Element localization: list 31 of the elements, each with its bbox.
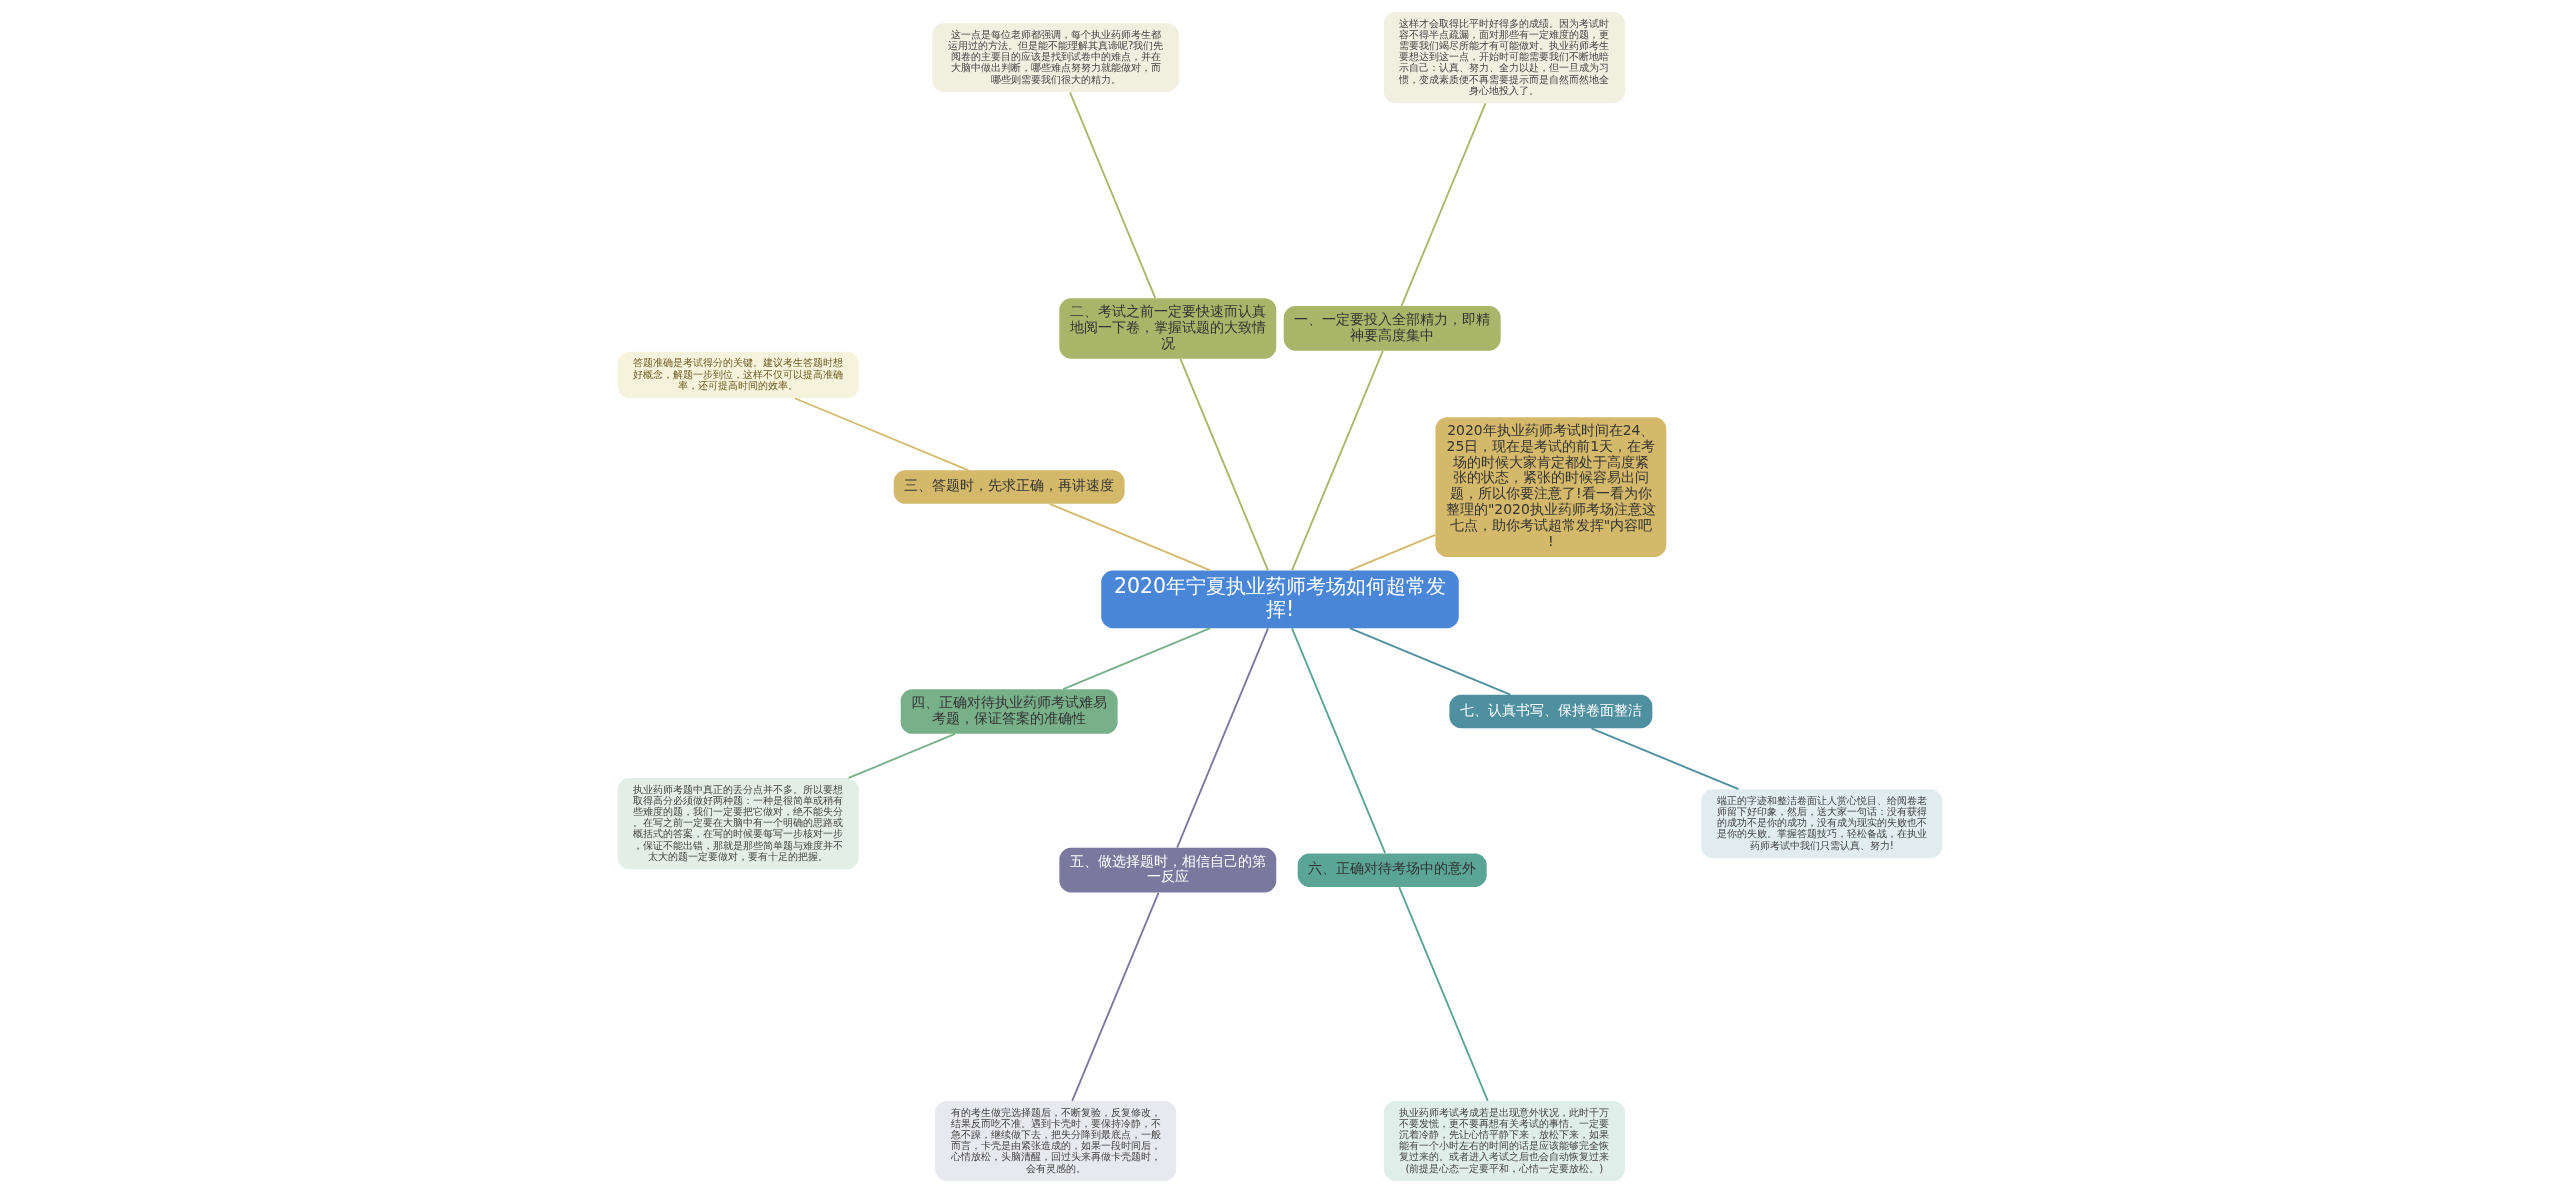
connector <box>1179 357 1269 572</box>
node-box: 二、考试之前一定要快速而认真地阅一下卷，掌握试题的大致情况 <box>1059 298 1277 359</box>
node-box: 有的考生做完选择题后，不断复验，反复修改，结果反而吃不准。遇到卡壳时，要保持冷静，不急不躁，继续做下去，把失分降到最底点，一般而言，卡壳是由紧张造成的，如果一段时间后，心情放松，头脑清醒，回过头来再做卡壳题时，会有灵感的。 <box>935 1101 1177 1182</box>
node-box: 2020年宁夏执业药师考场如何超常发挥! <box>1101 570 1459 629</box>
connector <box>1398 886 1489 1102</box>
node-box: 这一点是每位老师都强调，每个执业药师考生都运用过的方法。但是能不能理解其真谛呢?我们先阅卷的主要目的应该是找到试卷中的难点，并在大脑中做出判断，哪些难点努努力就能做对，而哪些则需要我们很大的精力。 <box>932 23 1179 92</box>
connector <box>1071 891 1160 1102</box>
connector <box>793 397 970 472</box>
node-box: 执业药师考试考成若是出现意外状况，此时千万不要发慌，更不要再想有关考试的事情。一定要沉着冷静，先让心情平静下来，放松下来，如果能有一个小时左右的时间的话是应该能够完全恢复过来的。或者进入考试之后也会自动恢复过来(前提是心态一定要平和，心情一定要放松。) <box>1383 1101 1625 1182</box>
node-box: 七、认真书写、保持卷面整洁 <box>1449 694 1653 729</box>
connector <box>847 733 956 779</box>
connector <box>1400 102 1487 307</box>
connector <box>1062 627 1212 690</box>
node-box: 五、做选择题时，相信自己的第一反应 <box>1059 847 1277 893</box>
node-box: 端正的字迹和整洁卷面让人赏心悦目、给阅卷老师留下好印象，然后，送大家一句话：没有获得的成功不是你的成功，没有成为现实的失败也不是你的失败。掌握答题技巧，轻松备战，在执业药师考试中我们只需认真、努力! <box>1701 789 1943 859</box>
connector <box>1348 627 1512 696</box>
node-box: 四、正确对待执业药师考试难易考题，保证答案的准确性 <box>900 689 1118 734</box>
node-box: 答题准确是考试得分的关键。建议考生答题时想好概念，解题一步到位，这样不仅可以提高准确率，还可提高时间的效率。 <box>617 351 859 399</box>
connector <box>1176 627 1269 849</box>
connector <box>1069 91 1157 300</box>
connector <box>1348 534 1437 572</box>
connector <box>1291 627 1387 855</box>
connector <box>1291 350 1384 572</box>
node-box: 三、答题时，先求正确，再讲速度 <box>893 470 1125 504</box>
node-box: 六、正确对待考场中的意外 <box>1297 853 1487 887</box>
node-box: 这样才会取得比平时好得多的成绩。因为考试时容不得半点疏漏，面对那些有一定难度的题，更需要我们竭尽所能才有可能做对。执业药师考生要想达到这一点，开始时可能需要我们不断地暗示自己：认真、努力、全力以赴，但一旦成为习惯，变成素质便不再需要提示而是自然而然地全身心地投入了。 <box>1383 11 1625 104</box>
connector <box>1590 727 1740 791</box>
node-box: 执业药师考题中真正的丢分点并不多。所以要想取得高分必须做好两种题：一种是很简单或稍有些难度的题，我们一定要把它做对，绝不能失分。在写之前一定要在大脑中有一个明确的思路或概括式的答案，在写的时候要每写一步核对一步，保证不能出错，那就是那些简单题与难度并不太大的题一定要做对，要有十足的把握。 <box>617 778 859 870</box>
node-box: 2020年执业药师考试时间在24、25日，现在是考试的前1天，在考场的时候大家肯定都处于高度紧张的状态，紧张的时候容易出问题，所以你要注意了!看一看为你整理的"2020执业药师考场注意这七点，助你考试超常发挥"内容吧! <box>1435 417 1667 557</box>
connector <box>1048 502 1212 572</box>
node-box: 一、一定要投入全部精力，即精神要高度集中 <box>1283 306 1501 351</box>
